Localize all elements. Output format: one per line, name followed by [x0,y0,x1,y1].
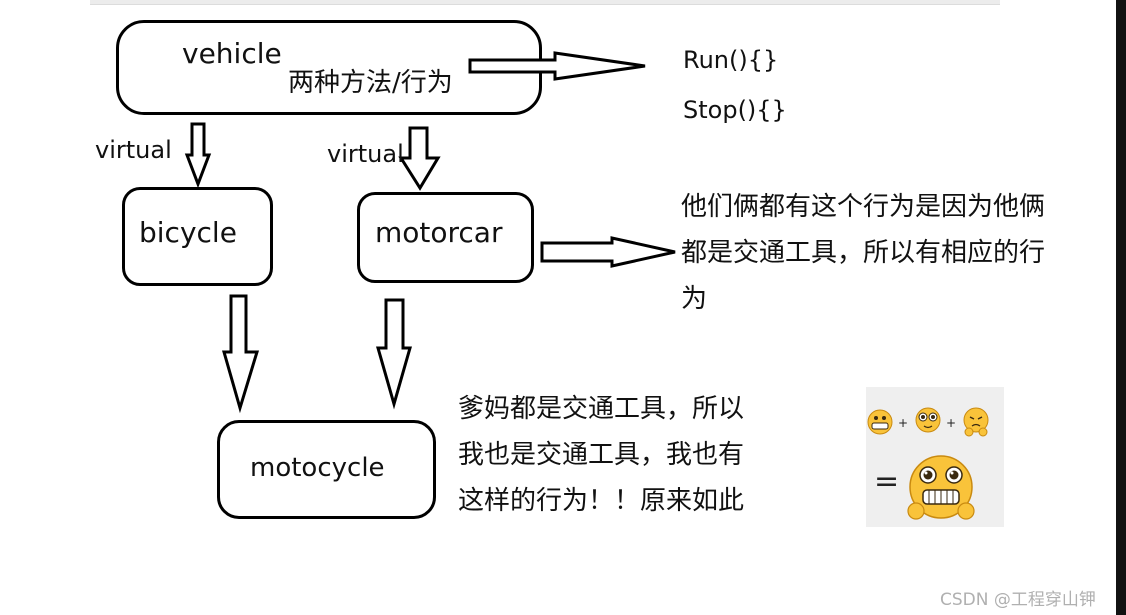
bicycle-label: bicycle [139,216,237,249]
motocycle-note-line-2: 我也是交通工具，我也有 [458,440,745,470]
right-edge-bar [1116,0,1126,615]
method-stop: Stop(){} [683,96,787,124]
emoji-formula-image: + + = [866,387,1004,527]
motorcar-box [357,192,534,283]
top-strip [90,0,1000,5]
grin-emoji-icon [867,409,893,435]
motocycle-box [217,420,436,519]
bicycle-box [122,187,273,286]
arrow-vehicle-to-bicycle [184,122,212,189]
motorcar-note-line-3: 为 [681,284,708,314]
big-grin-emoji-icon [907,455,975,520]
arrow-motorcar-to-note [540,236,676,268]
emoji-plus-1: + [898,416,908,430]
motorcar-note-line-1: 他们俩都有这个行为是因为他俩 [681,192,1046,222]
motocycle-note-line-3: 这样的行为！！原来如此 [458,486,745,516]
vehicle-label: vehicle [182,37,282,70]
emoji-plus-2: + [946,416,956,430]
arrow-vehicle-to-motorcar [398,126,441,191]
motocycle-note-line-1: 爹妈都是交通工具，所以 [458,394,745,424]
arrow-bicycle-to-motocycle [222,294,260,414]
watermark: CSDN @工程穿山钾 [940,590,1096,610]
method-run: Run(){} [683,46,779,74]
vehicle-methods-note: 两种方法/行为 [288,68,453,98]
arrow-motorcar-to-motocycle [376,298,412,410]
wide-eyes-emoji-icon [915,407,941,433]
shy-emoji-icon [963,407,989,437]
motorcar-note: 他们俩都有这个行为是因为他俩 都是交通工具，所以有相应的行 为 [681,184,1045,322]
motocycle-note: 爹妈都是交通工具，所以 我也是交通工具，我也有 这样的行为！！原来如此 [458,386,744,524]
virtual-label-left: virtual [95,136,172,164]
motorcar-note-line-2: 都是交通工具，所以有相应的行 [681,238,1046,268]
emoji-equals: = [874,464,899,499]
virtual-label-right: virtual [327,140,404,168]
emoji-formula-svg: + + = [867,407,989,520]
motorcar-label: motorcar [375,216,503,249]
motocycle-label: motocycle [250,453,385,483]
arrow-vehicle-to-methods [468,51,646,81]
